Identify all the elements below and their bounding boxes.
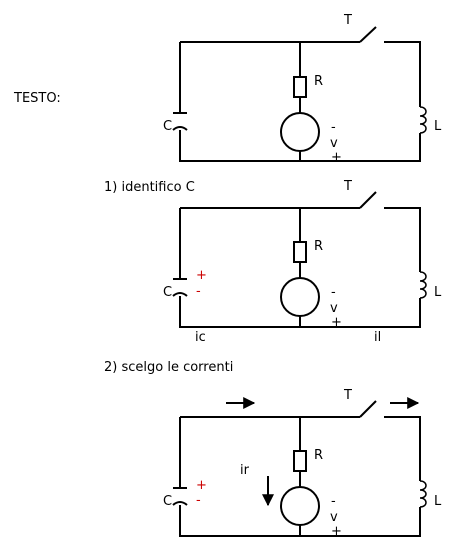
source-label: v xyxy=(330,510,338,525)
capacitor-plate-bottom xyxy=(172,126,188,131)
switch-blade xyxy=(359,400,377,418)
capacitor-plate-bottom xyxy=(172,501,188,506)
source-polarity-bottom: + xyxy=(331,315,342,330)
inductor-label: L xyxy=(434,494,442,509)
inductor-label: L xyxy=(434,119,442,134)
current-ir-label: ir xyxy=(240,463,250,478)
resistor xyxy=(293,241,307,263)
inductor xyxy=(419,271,427,299)
current-il-label: il xyxy=(374,330,381,345)
source-polarity-top: - xyxy=(331,120,336,135)
switch-label: T xyxy=(343,13,352,28)
source-polarity-top: - xyxy=(331,494,336,509)
inductor xyxy=(419,480,427,508)
resistor-label: R xyxy=(314,239,323,254)
switch-label: T xyxy=(343,179,352,194)
source-polarity-top: - xyxy=(331,285,336,300)
source-label: v xyxy=(330,301,338,316)
switch-blade xyxy=(359,191,377,209)
circuit-1: T R - v + C L xyxy=(163,13,442,165)
resistor xyxy=(293,450,307,472)
capacitor-minus-sign: - xyxy=(196,284,201,299)
voltage-source xyxy=(280,112,320,152)
capacitor-plus-sign: + xyxy=(196,478,207,493)
step1-label: 1) identifico C xyxy=(104,180,195,195)
step2-label: 2) scelgo le correnti xyxy=(104,360,233,375)
right-top-wire xyxy=(384,416,421,481)
capacitor-label: C xyxy=(163,119,172,134)
resistor xyxy=(293,76,307,98)
circuit-2: T R - v + C + - L ic il xyxy=(163,179,442,345)
switch-blade xyxy=(359,26,377,43)
switch-label: T xyxy=(343,388,352,403)
testo-label: TESTO: xyxy=(13,91,61,106)
voltage-source xyxy=(280,277,320,317)
capacitor-minus-sign: - xyxy=(196,493,201,508)
right-top-wire xyxy=(384,207,421,272)
inductor xyxy=(419,106,427,134)
voltage-source xyxy=(280,486,320,526)
capacitor-label: C xyxy=(163,494,172,509)
circuit-3: T R - v + C + - L ir xyxy=(163,388,442,539)
inductor-label: L xyxy=(434,285,442,300)
resistor-label: R xyxy=(314,74,323,89)
capacitor-plus-sign: + xyxy=(196,268,207,283)
resistor-label: R xyxy=(314,448,323,463)
current-ic-label: ic xyxy=(195,330,206,345)
source-polarity-bottom: + xyxy=(331,150,342,165)
source-polarity-bottom: + xyxy=(331,524,342,539)
right-top-wire xyxy=(384,41,421,107)
capacitor-label: C xyxy=(163,285,172,300)
capacitor-plate-bottom xyxy=(172,292,188,297)
source-label: v xyxy=(330,136,338,151)
